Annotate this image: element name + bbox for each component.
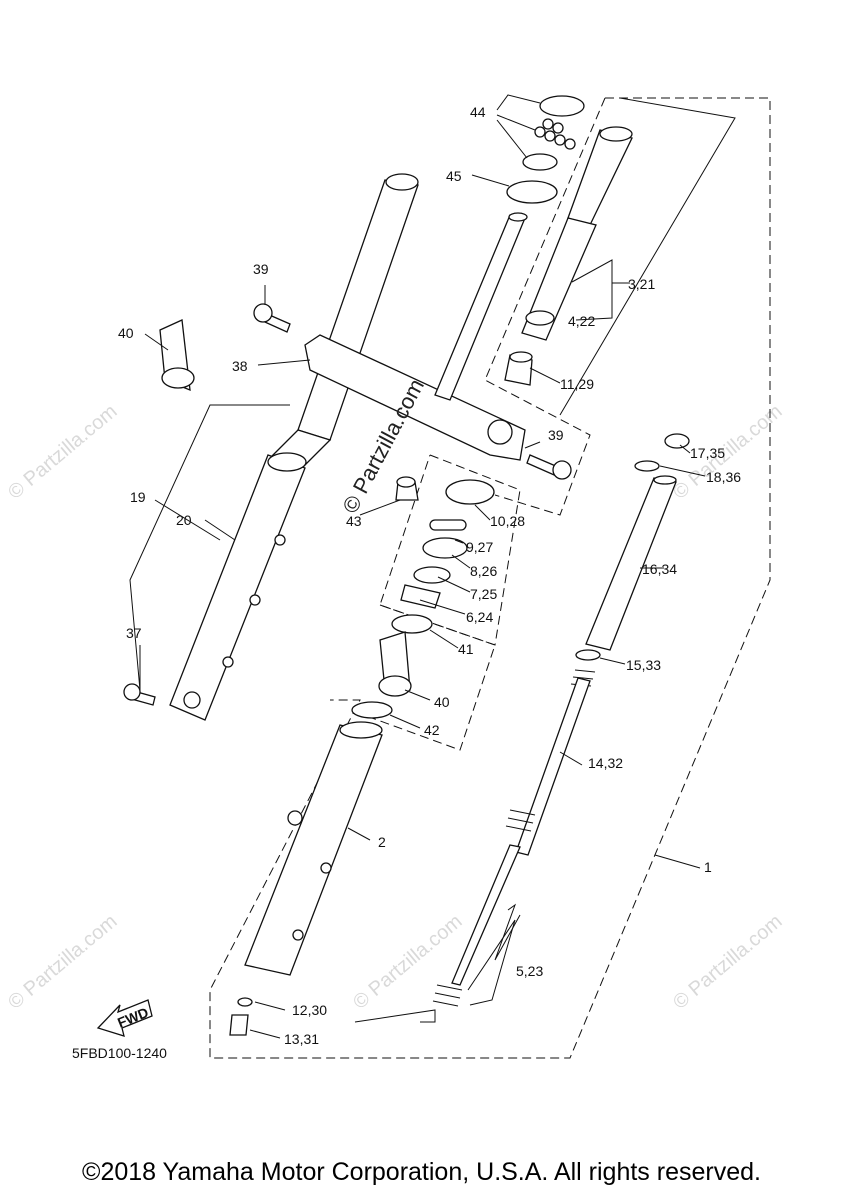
callout-20: 20 [176, 512, 192, 528]
fwd-label: FWD [115, 1004, 151, 1031]
group-lower-outline [349, 604, 496, 751]
callout-14-32: 14,32 [588, 755, 623, 771]
callout-39-lower: 39 [548, 427, 564, 443]
callout-6-24: 6,24 [466, 609, 493, 625]
callout-1: 1 [704, 859, 712, 875]
fwd-arrow: FWD [96, 999, 153, 1037]
callout-44: 44 [470, 104, 486, 120]
callout-45: 45 [446, 168, 462, 184]
callout-42: 42 [424, 722, 440, 738]
seal-stack [391, 479, 495, 634]
watermark-center-bottom: © Partzilla.com [349, 910, 466, 1013]
part-40-covers [159, 319, 412, 697]
damper-assembly [432, 433, 690, 1007]
steering-stem [434, 212, 528, 401]
callout-9-27: 9,27 [466, 539, 493, 555]
diagram-code: 5FBD100-1240 [72, 1045, 167, 1061]
watermark-left-bottom: © Partzilla.com [4, 910, 121, 1013]
callout-2: 2 [378, 834, 386, 850]
bearing-stack [506, 95, 585, 204]
callout-3-21: 3,21 [628, 276, 655, 292]
collar [504, 351, 533, 386]
group-upper-outline [484, 97, 606, 516]
callout-5-23: 5,23 [516, 963, 543, 979]
under-bracket [304, 334, 526, 461]
part-43 [395, 476, 419, 501]
leader-lines [129, 94, 736, 1039]
callout-13-31: 13,31 [284, 1031, 319, 1047]
callout-15-33: 15,33 [626, 657, 661, 673]
ring-42 [351, 701, 393, 719]
callout-39-upper: 39 [253, 261, 269, 277]
callout-40-upper: 40 [118, 325, 134, 341]
inner-tube-upper [521, 126, 633, 341]
callout-8-26: 8,26 [470, 563, 497, 579]
callout-11-29: 11,29 [560, 376, 594, 392]
callout-37: 37 [126, 625, 142, 641]
callout-17-35: 17,35 [690, 445, 725, 461]
callout-43: 43 [346, 513, 362, 529]
callout-19: 19 [130, 489, 146, 505]
watermark-right-bottom: © Partzilla.com [669, 910, 786, 1013]
watermark-left-top: © Partzilla.com [4, 400, 121, 503]
callout-16-34: 16,34 [642, 561, 677, 577]
copyright-notice: ©2018 Yamaha Motor Corporation, U.S.A. A… [82, 1158, 761, 1186]
callout-10-28: 10,28 [490, 513, 525, 529]
bolts [123, 303, 572, 1036]
callout-4-22: 4,22 [568, 313, 595, 329]
group-inner-outline [379, 454, 521, 646]
callout-18-36: 18,36 [706, 469, 741, 485]
callout-labels: 44 45 3,21 4,22 11,29 39 40 38 39 17,35 … [72, 104, 741, 1061]
callout-7-25: 7,25 [470, 586, 497, 602]
watermark-right-top: © Partzilla.com [669, 400, 786, 503]
lower-slider [244, 721, 383, 976]
callout-12-30: 12,30 [292, 1002, 327, 1018]
callout-40-lower: 40 [434, 694, 450, 710]
callout-41: 41 [458, 641, 474, 657]
callout-38: 38 [232, 358, 248, 374]
